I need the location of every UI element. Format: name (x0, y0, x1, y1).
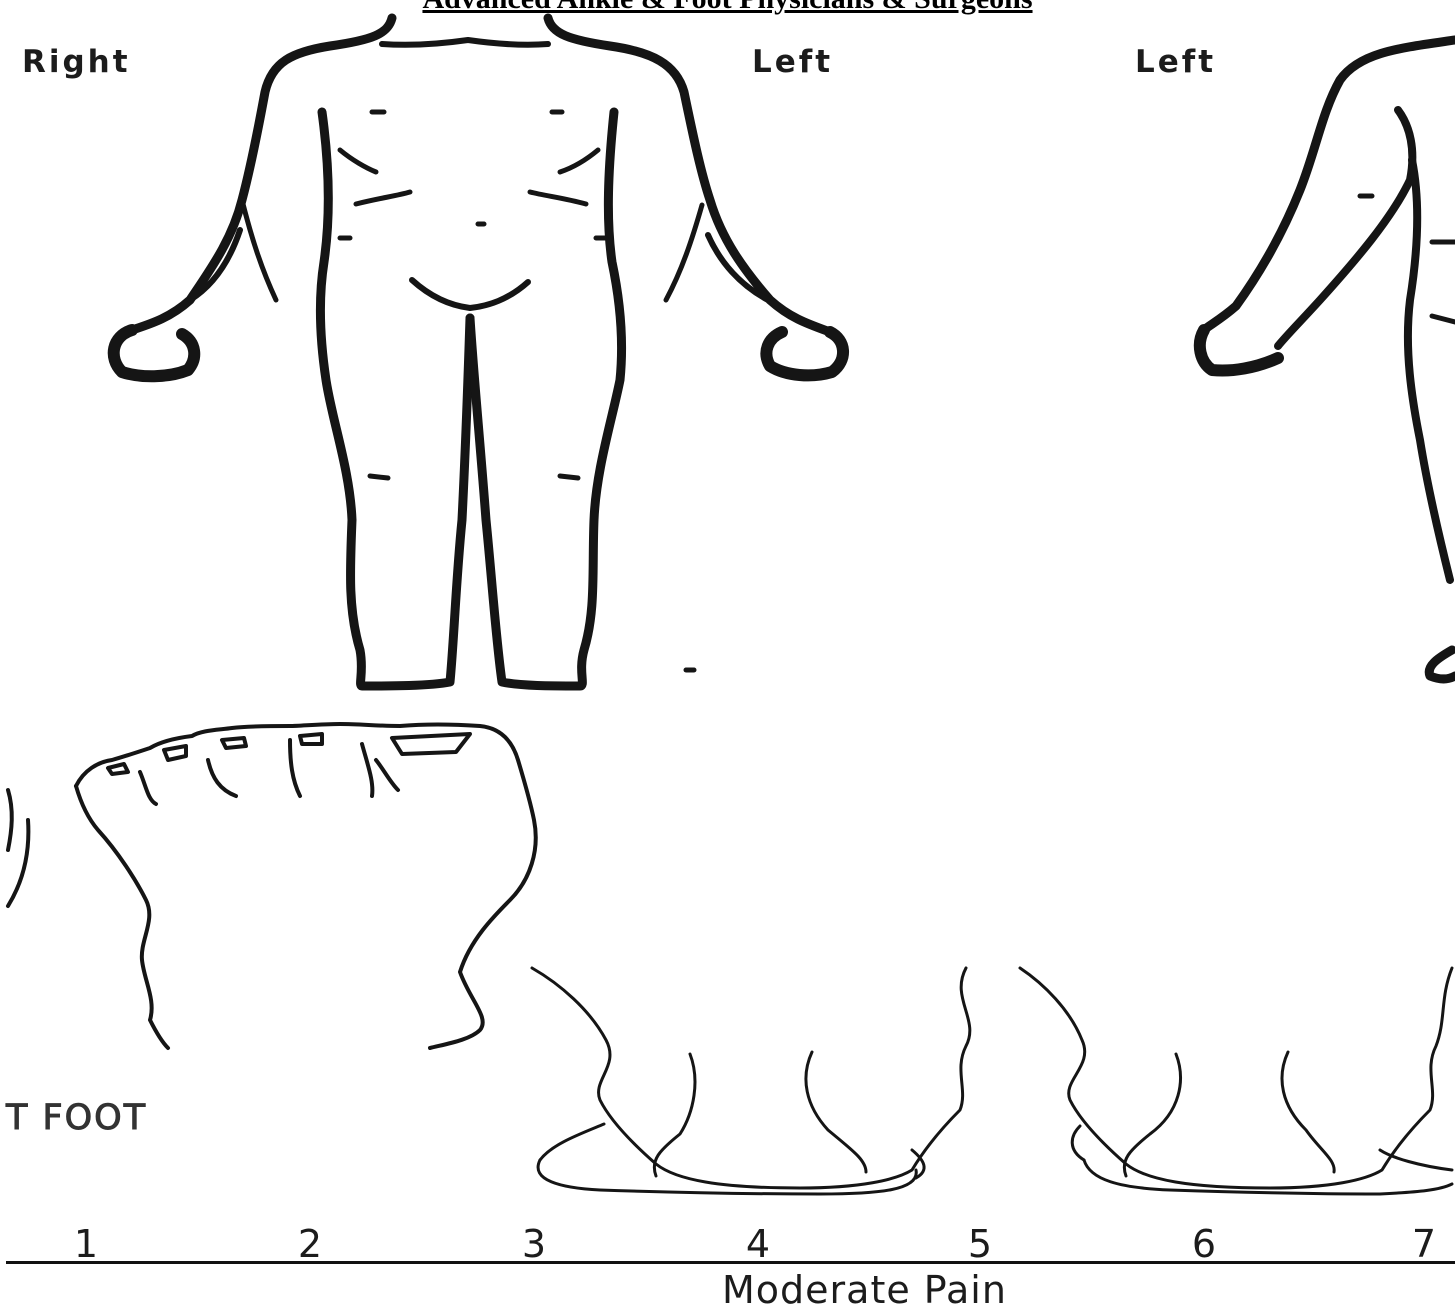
pain-scale-4: 4 (728, 1222, 788, 1266)
body-back-figure (1200, 40, 1455, 679)
foot-label: T FOOT (6, 1098, 147, 1138)
body-label-left-front: Left (752, 44, 833, 80)
body-front-figure (114, 18, 843, 686)
pain-scale-1: 1 (56, 1222, 116, 1266)
pain-scale-caption: Moderate Pain (722, 1268, 1007, 1312)
pain-scale-2: 2 (280, 1222, 340, 1266)
foot-top-diagram (8, 724, 536, 1048)
pain-scale-6: 6 (1174, 1222, 1234, 1266)
body-label-right: Right (22, 44, 131, 80)
pain-scale-line (6, 1261, 1455, 1264)
pain-scale-3: 3 (504, 1222, 564, 1266)
body-label-left-back: Left (1135, 44, 1216, 80)
heel-diagrams (532, 968, 1452, 1194)
pain-scale-7: 7 (1394, 1222, 1454, 1266)
pain-scale-5: 5 (950, 1222, 1010, 1266)
